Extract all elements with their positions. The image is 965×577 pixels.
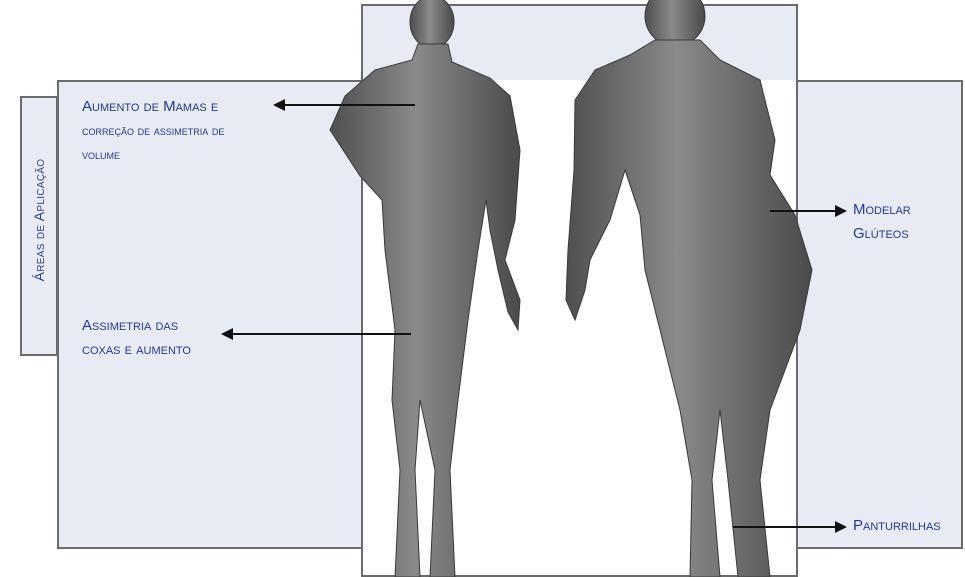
- calves-label: Panturrilhas: [853, 514, 941, 538]
- breast-augmentation-label: Aumento de Mamas e correção de assimetri…: [82, 95, 224, 167]
- glutes-arrow: [770, 210, 845, 212]
- calves-arrow: [733, 526, 845, 528]
- glutes-label: Modelar Glúteos: [853, 198, 911, 246]
- thigh-asymmetry-label: Assimetria das coxas e aumento: [82, 314, 191, 362]
- glutes-label-line-1: Modelar: [853, 198, 911, 222]
- breast-label-line-2: correção de assimetria de: [82, 119, 224, 143]
- breast-label-line-3: volume: [82, 143, 224, 167]
- breast-label-line-1: Aumento de Mamas e: [82, 95, 224, 119]
- glutes-label-line-2: Glúteos: [853, 222, 911, 246]
- areas-of-application-label: Áreas de Aplicação: [24, 90, 54, 350]
- thigh-label-line-2: coxas e aumento: [82, 338, 191, 362]
- front-figure-icon: [330, 0, 520, 577]
- back-figure-icon: [566, 0, 812, 577]
- thigh-label-line-1: Assimetria das: [82, 314, 191, 338]
- thigh-arrow: [223, 333, 411, 335]
- breast-arrow: [275, 104, 415, 106]
